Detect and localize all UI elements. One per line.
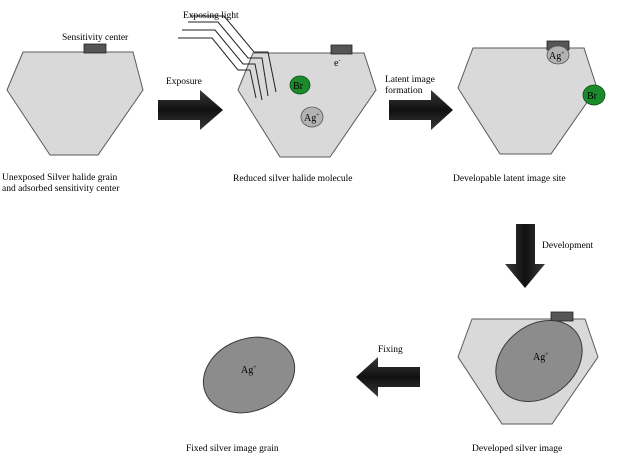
silver-ion-label: Ag+ [304,113,320,124]
sensitivity-center [83,43,107,54]
silver-ion [546,45,570,65]
fixed-silver-grain [202,336,296,414]
stage-developed: Ag+ Developed silver image [457,311,599,454]
exposing-light-rays-icon [178,15,277,101]
fixing-label: Fixing [378,345,403,355]
stage-fixed: Ag+ Fixed silver image grain [186,336,296,454]
latent-label-line1: Latent image [385,75,435,85]
latent-label-line2: formation [385,85,423,96]
bromine-atom [289,75,311,95]
sensitivity-center [550,311,574,322]
caption-developable: Developable latent image site [453,174,566,184]
silver-halide-grain [457,47,598,155]
stage-unexposed: Sensitivity center Unexposed Silver hali… [2,33,144,194]
sensitivity-center-label: Sensitivity center [62,33,129,43]
arrow-left-icon [356,357,420,397]
latent-image-arrow: Latent image formation [385,75,453,130]
development-arrow: Development [505,224,594,288]
silver-halide-grain [237,52,377,158]
arrow-right-icon [158,90,223,130]
caption-unexposed-line1: Unexposed Silver halide grain [2,173,118,183]
silver-halide-grain [6,51,144,156]
bromine-label: Br [293,81,304,92]
exposing-light-label: Exposing light [183,11,239,21]
caption-unexposed-line2: and adsorbed sensitivity center [2,184,120,194]
development-label: Development [542,241,594,251]
arrow-down-icon [505,224,545,288]
exposure-label: Exposure [166,77,202,87]
exposure-arrow: Exposure [158,77,223,130]
sensitivity-center [330,44,353,55]
fixing-arrow: Fixing [356,345,420,397]
silver-ion-label: Ag+ [549,51,565,62]
caption-developed: Developed silver image [472,444,562,454]
arrow-right-icon [389,90,453,130]
stage-reduced: e- Exposing light Br Ag+ Reduced silver … [178,11,377,184]
caption-reduced: Reduced silver halide molecule [233,174,353,184]
electron-label: e- [334,58,340,69]
bromine-atom [582,84,606,106]
silver-ion [300,106,324,128]
developed-silver-mass [495,319,583,403]
stage-developable: Ag+ Br Developable latent image site [453,40,606,184]
silver-label: Ag+ [241,365,257,376]
bromine-label: Br [587,91,598,102]
silver-label: Ag+ [533,352,549,363]
caption-fixed: Fixed silver image grain [186,444,279,454]
